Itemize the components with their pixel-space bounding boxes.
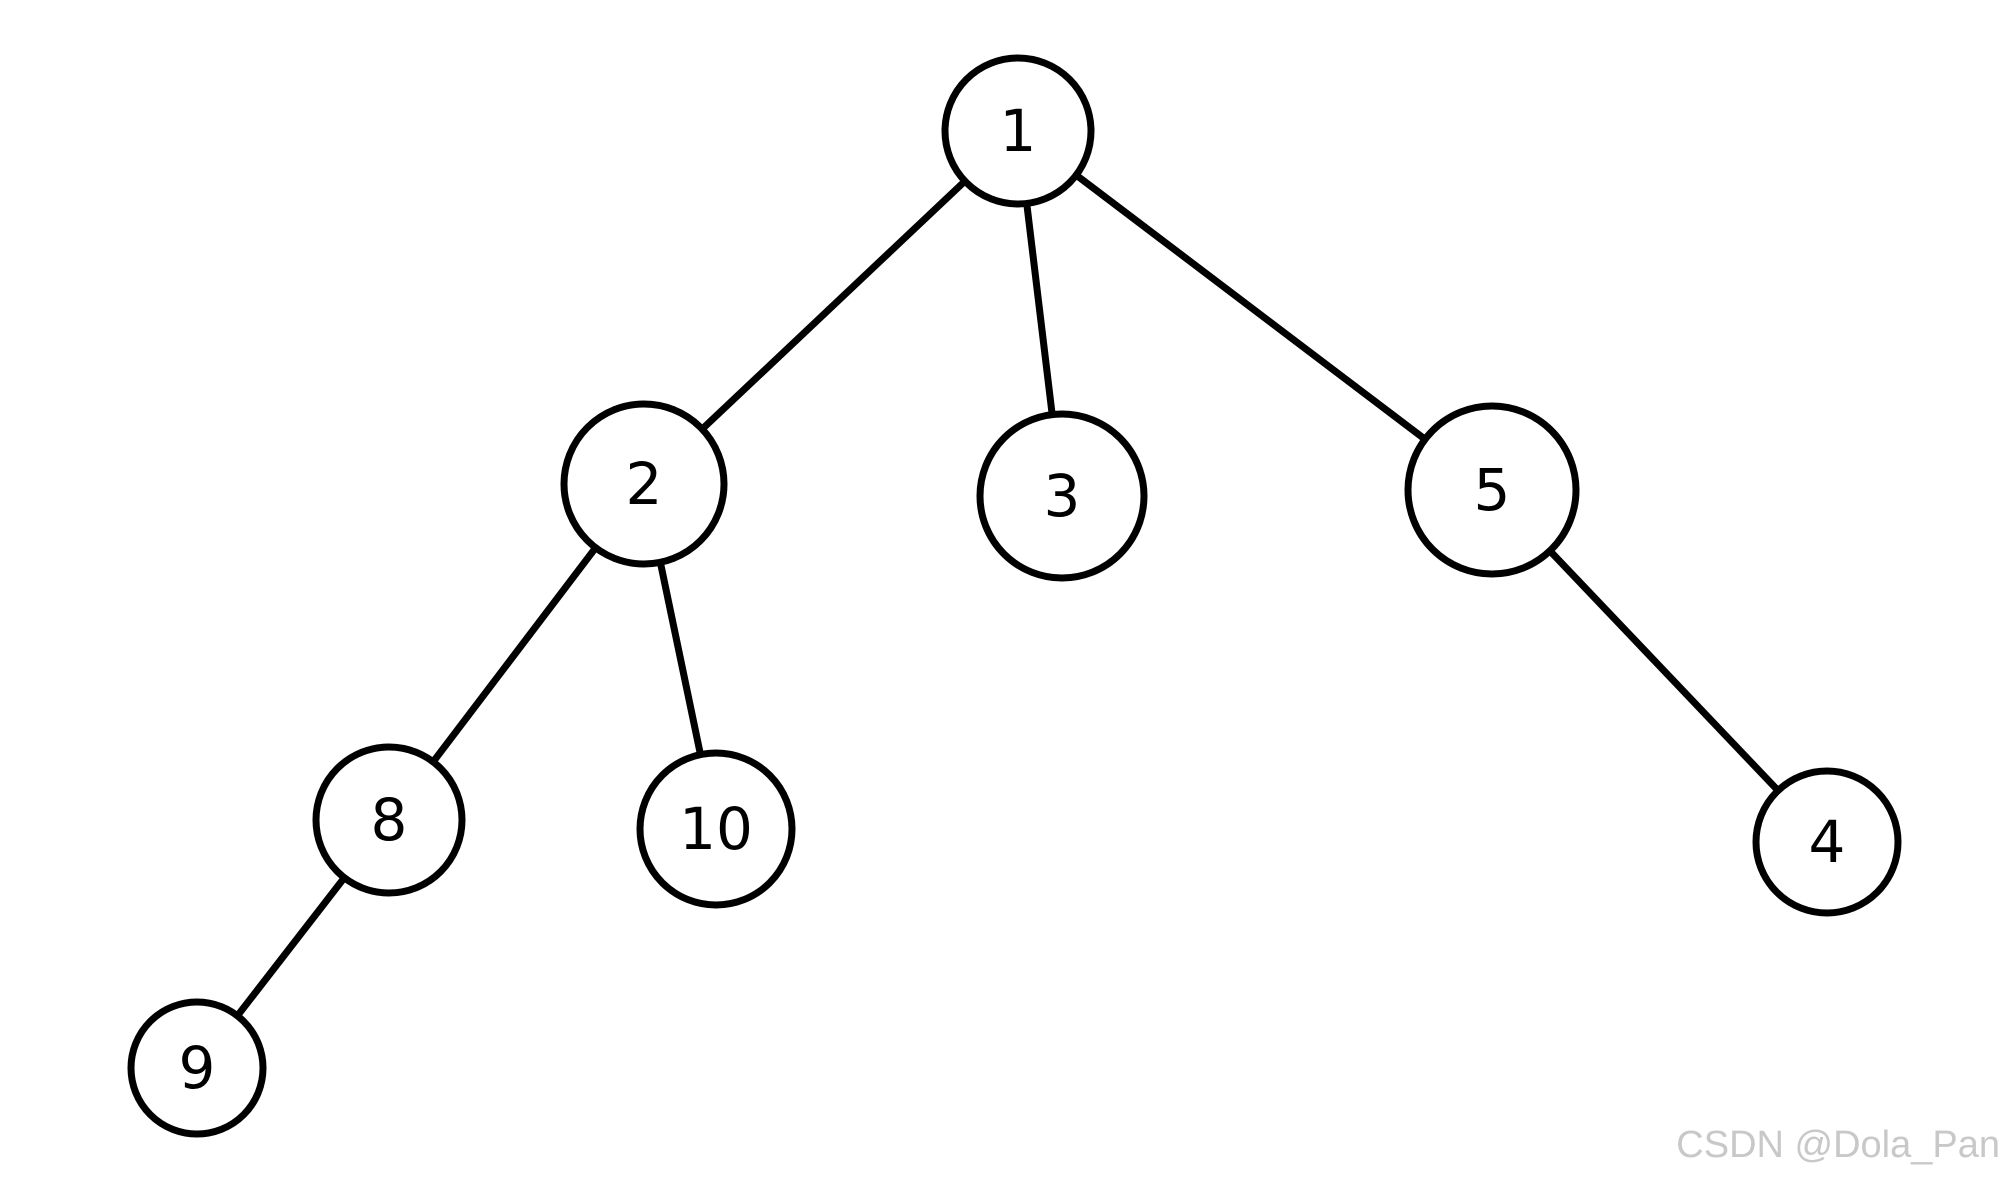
watermark-text: CSDN @Dola_Pan [1676,1124,2000,1166]
tree-node-8: 8 [312,743,466,897]
tree-node-5: 5 [1404,402,1580,578]
node-label-4: 4 [1809,808,1846,876]
node-label-5: 5 [1474,456,1511,524]
node-circle-5 [1404,402,1580,578]
node-circle-10 [636,749,796,909]
node-label-8: 8 [371,786,408,854]
nodes-layer: 1 2 3 5 8 10 4 9 [127,54,1902,1138]
tree-node-2: 2 [560,400,728,568]
node-circle-2 [560,400,728,568]
node-circle-1 [941,54,1095,208]
node-label-1: 1 [1000,97,1037,165]
edges-layer [193,127,1831,1072]
node-label-9: 9 [179,1034,216,1102]
node-label-10: 10 [679,795,753,863]
node-circle-3 [976,410,1148,582]
node-circle-9 [127,998,267,1138]
tree-node-3: 3 [976,410,1148,582]
tree-node-4: 4 [1752,767,1902,917]
node-label-2: 2 [626,450,663,518]
edge-1-5 [1014,127,1496,494]
node-label-3: 3 [1044,462,1081,530]
tree-node-1: 1 [941,54,1095,208]
node-circle-4 [1752,767,1902,917]
node-circle-8 [312,743,466,897]
tree-node-9: 9 [127,998,267,1138]
edge-1-2 [640,127,1022,488]
tree-node-10: 10 [636,749,796,909]
